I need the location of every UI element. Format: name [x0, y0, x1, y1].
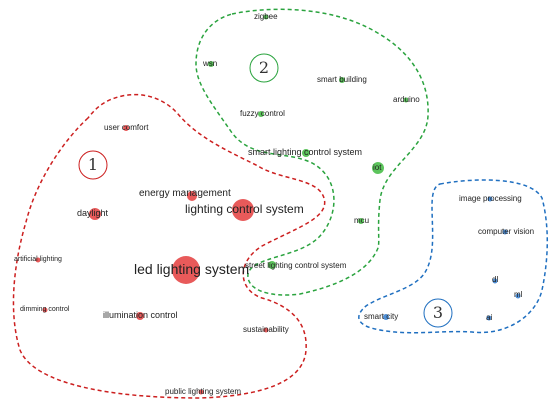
label-fuzzy-control: fuzzy control — [240, 109, 285, 118]
node-public-lighting-system — [198, 389, 204, 395]
label-dl: dl — [492, 275, 499, 284]
cluster-2-number: 2 — [258, 58, 270, 77]
node-smart-lighting-control-system — [302, 149, 310, 157]
label-smart-lighting-control-system: smart lighting control system — [248, 147, 363, 157]
node-lighting-control-system — [232, 199, 254, 221]
node-ai — [486, 315, 492, 321]
node-image-processing — [487, 196, 493, 202]
label-lighting-control-system: lighting control system — [185, 202, 304, 216]
label-ml: ml — [514, 290, 523, 299]
label-arduino: arduino — [393, 95, 420, 104]
label-mcu: mcu — [354, 216, 370, 225]
cluster-1-circle — [78, 150, 108, 180]
cluster-3-circle — [423, 298, 453, 328]
node-zigbee — [263, 14, 269, 20]
label-public-lighting-system: public lighting system — [165, 387, 242, 396]
label-iot: iot — [373, 163, 382, 172]
label-daylight: daylight — [77, 208, 109, 218]
label-street-lighting-control-system: street lighting control system — [245, 261, 347, 270]
node-iot — [372, 162, 384, 174]
label-computer-vision: computer vision — [478, 227, 535, 236]
node-fuzzy-control — [258, 111, 264, 117]
node-smart-city — [383, 314, 389, 320]
cluster-1-number: 1 — [87, 155, 99, 174]
node-smart-building — [339, 77, 345, 83]
label-dimming-control: dimming control — [20, 306, 70, 313]
node-computer-vision — [502, 229, 508, 235]
node-dimming-control — [42, 307, 48, 313]
node-energy-management — [187, 191, 197, 201]
label-artificial-lighting: artificial lighting — [14, 256, 62, 263]
cluster-3-boundary — [358, 179, 548, 334]
node-street-lighting-control-system — [268, 261, 276, 269]
label-zigbee: zigbee — [254, 12, 278, 21]
label-sustainability: sustainability — [243, 325, 289, 334]
label-led-lighting-system: led lighting system — [134, 261, 250, 277]
node-dl — [492, 278, 498, 284]
node-led-lighting-system — [172, 256, 200, 284]
label-image-processing: image processing — [459, 194, 522, 203]
node-sustainability — [263, 327, 269, 333]
node-illumination-control — [136, 312, 144, 320]
cluster-2-circle — [249, 53, 279, 83]
node-artificial-lighting — [35, 257, 41, 263]
label-smart-building: smart building — [317, 75, 367, 84]
cluster-1-boundary — [12, 93, 326, 399]
node-wsn — [208, 61, 214, 67]
node-ml — [515, 293, 521, 299]
node-arduino — [403, 97, 409, 103]
label-energy-management: energy management — [139, 188, 231, 199]
label-wsn: wsn — [203, 59, 218, 68]
node-mcu — [358, 218, 364, 224]
label-ai: ai — [486, 313, 493, 322]
node-user-comfort — [123, 125, 129, 131]
label-illumination-control: illumination control — [103, 310, 178, 320]
cluster-3-number: 3 — [432, 303, 444, 322]
cluster-2-boundary — [195, 8, 429, 296]
label-smart-city: smart city — [364, 312, 399, 321]
node-daylight — [89, 208, 101, 220]
label-user-comfort: user comfort — [104, 123, 149, 132]
